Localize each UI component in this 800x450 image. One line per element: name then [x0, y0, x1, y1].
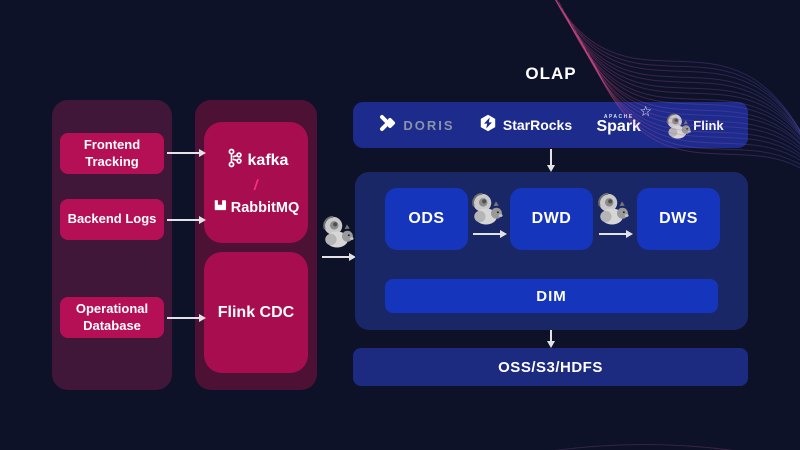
rabbitmq-icon — [213, 198, 227, 217]
arrow-warehouse-to-storage — [547, 330, 555, 348]
spark-label: Spark — [596, 118, 641, 135]
storage-bar: OSS/S3/HDFS — [353, 348, 748, 386]
source-frontend-tracking: Frontend Tracking — [60, 133, 164, 174]
source-label: Backend Logs — [67, 211, 157, 227]
arrow-backend-to-queue — [167, 216, 206, 224]
doris-icon — [377, 114, 397, 137]
message-queue-box: kafka / RabbitMQ — [204, 122, 308, 243]
arrow-dwd-to-dws — [599, 230, 633, 238]
layer-dws: DWS — [637, 188, 720, 250]
starrocks-icon — [479, 114, 497, 137]
flink-squirrel-icon — [596, 191, 630, 225]
flink-squirrel-icon — [470, 191, 504, 225]
starrocks-label: StarRocks — [502, 117, 573, 133]
rabbitmq-logo: RabbitMQ — [213, 198, 299, 217]
storage-label: OSS/S3/HDFS — [498, 358, 603, 376]
flink-cdc-label: Flink CDC — [217, 303, 295, 321]
source-backend-logs: Backend Logs — [60, 199, 164, 240]
layer-dwd: DWD — [510, 188, 593, 250]
arrow-ingestion-to-warehouse — [322, 253, 356, 261]
olap-title: OLAP — [525, 64, 577, 83]
engine-spark: APACHE Spark ☆ — [596, 104, 651, 136]
source-label: Frontend Tracking — [83, 137, 141, 169]
doris-label: DORIS — [403, 117, 455, 133]
rabbitmq-label: RabbitMQ — [230, 199, 300, 216]
arrow-olap-to-warehouse — [547, 149, 555, 172]
flink-squirrel-icon — [321, 214, 355, 248]
spark-logo: APACHE Spark ☆ — [596, 104, 651, 136]
kafka-label: kafka — [247, 151, 289, 169]
spark-star-icon: ☆ — [639, 104, 652, 120]
dim-label: DIM — [536, 287, 567, 305]
kafka-icon — [224, 148, 244, 173]
apache-label: APACHE — [603, 114, 634, 120]
dwd-label: DWD — [531, 210, 572, 227]
engine-starrocks: StarRocks — [479, 114, 572, 137]
layer-ods: ODS — [385, 188, 468, 250]
flink-label: Flink — [693, 117, 724, 133]
flink-cdc-box: Flink CDC — [204, 252, 308, 373]
olap-engines-bar: DORIS StarRocks APACHE Spark ☆ — [353, 102, 748, 148]
arrow-frontend-to-queue — [167, 149, 206, 157]
or-separator: / — [252, 176, 260, 195]
arrow-ods-to-dwd — [473, 230, 507, 238]
dws-label: DWS — [659, 210, 698, 227]
flink-squirrel-icon — [665, 112, 692, 139]
engine-doris: DORIS — [377, 114, 454, 137]
kafka-logo: kafka — [224, 148, 289, 173]
engine-flink: Flink — [665, 112, 724, 139]
source-operational-database: Operational Database — [60, 297, 164, 338]
dim-bar: DIM — [385, 279, 718, 313]
source-label: Operational Database — [75, 301, 149, 333]
arrow-database-to-cdc — [167, 314, 206, 322]
ods-label: ODS — [408, 210, 445, 227]
